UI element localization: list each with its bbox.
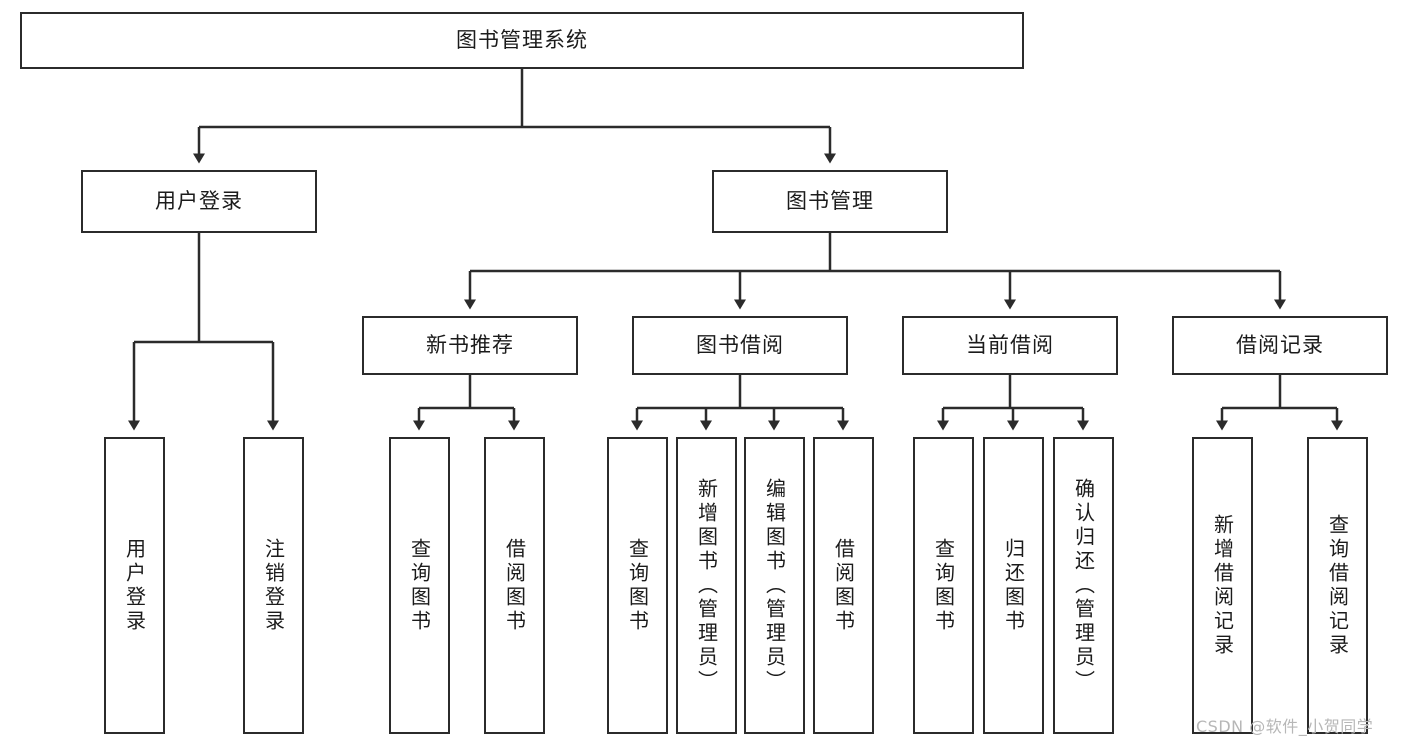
node-leaf-borrow-book-label: 借阅图书 [831,537,856,634]
node-book-management[interactable]: 图书管理 [712,170,948,233]
node-leaf-edit-book-admin-label: 编辑图书（管理员） [762,477,787,694]
csdn-watermark: CSDN @软件_小贺同学 [1196,717,1374,736]
node-root-system[interactable]: 图书管理系统 [20,12,1024,69]
node-new-book-recommend-label: 新书推荐 [426,333,514,358]
node-leaf-add-book-admin[interactable]: 新增图书（管理员） [676,437,737,734]
node-leaf-borrow-book-recommend-label: 借阅图书 [502,537,527,634]
node-leaf-confirm-return-admin-label: 确认归还（管理员） [1071,477,1096,694]
node-leaf-logout[interactable]: 注销登录 [243,437,304,734]
node-leaf-query-borrow-record[interactable]: 查询借阅记录 [1307,437,1368,734]
node-borrow-records[interactable]: 借阅记录 [1172,316,1388,375]
connector-records-to-leaves [1216,375,1343,431]
connector-borrow-to-leaves [631,375,849,431]
node-user-login[interactable]: 用户登录 [81,170,317,233]
node-book-borrow[interactable]: 图书借阅 [632,316,848,375]
node-leaf-return-book[interactable]: 归还图书 [983,437,1044,734]
node-leaf-logout-label: 注销登录 [261,537,286,634]
node-leaf-user-login[interactable]: 用户登录 [104,437,165,734]
connector-current-to-leaves [937,375,1089,431]
node-leaf-query-book-borrow-label: 查询图书 [625,537,650,634]
node-leaf-query-book-recommend[interactable]: 查询图书 [389,437,450,734]
node-leaf-query-borrow-record-label: 查询借阅记录 [1325,513,1350,658]
node-current-borrow[interactable]: 当前借阅 [902,316,1118,375]
node-leaf-confirm-return-admin[interactable]: 确认归还（管理员） [1053,437,1114,734]
node-leaf-user-login-label: 用户登录 [122,537,147,634]
node-leaf-add-book-admin-label: 新增图书（管理员） [694,477,719,694]
node-leaf-return-book-label: 归还图书 [1001,537,1026,634]
connector-bookmgmt-to-level3 [464,233,1286,310]
node-leaf-query-book-current-label: 查询图书 [931,537,956,634]
node-leaf-add-borrow-record-label: 新增借阅记录 [1210,513,1235,658]
node-book-borrow-label: 图书借阅 [696,333,784,358]
connector-userlogin-to-leaves [128,233,279,431]
node-root-system-label: 图书管理系统 [456,28,588,53]
node-book-management-label: 图书管理 [786,189,874,214]
node-leaf-query-book-recommend-label: 查询图书 [407,537,432,634]
node-new-book-recommend[interactable]: 新书推荐 [362,316,578,375]
connector-root-to-level2 [193,69,836,164]
node-borrow-records-label: 借阅记录 [1236,333,1324,358]
node-leaf-add-borrow-record[interactable]: 新增借阅记录 [1192,437,1253,734]
node-leaf-borrow-book[interactable]: 借阅图书 [813,437,874,734]
node-leaf-query-book-current[interactable]: 查询图书 [913,437,974,734]
node-leaf-borrow-book-recommend[interactable]: 借阅图书 [484,437,545,734]
node-leaf-edit-book-admin[interactable]: 编辑图书（管理员） [744,437,805,734]
connector-newbook-to-leaves [413,375,520,431]
node-leaf-query-book-borrow[interactable]: 查询图书 [607,437,668,734]
node-current-borrow-label: 当前借阅 [966,333,1054,358]
node-user-login-label: 用户登录 [155,189,243,214]
